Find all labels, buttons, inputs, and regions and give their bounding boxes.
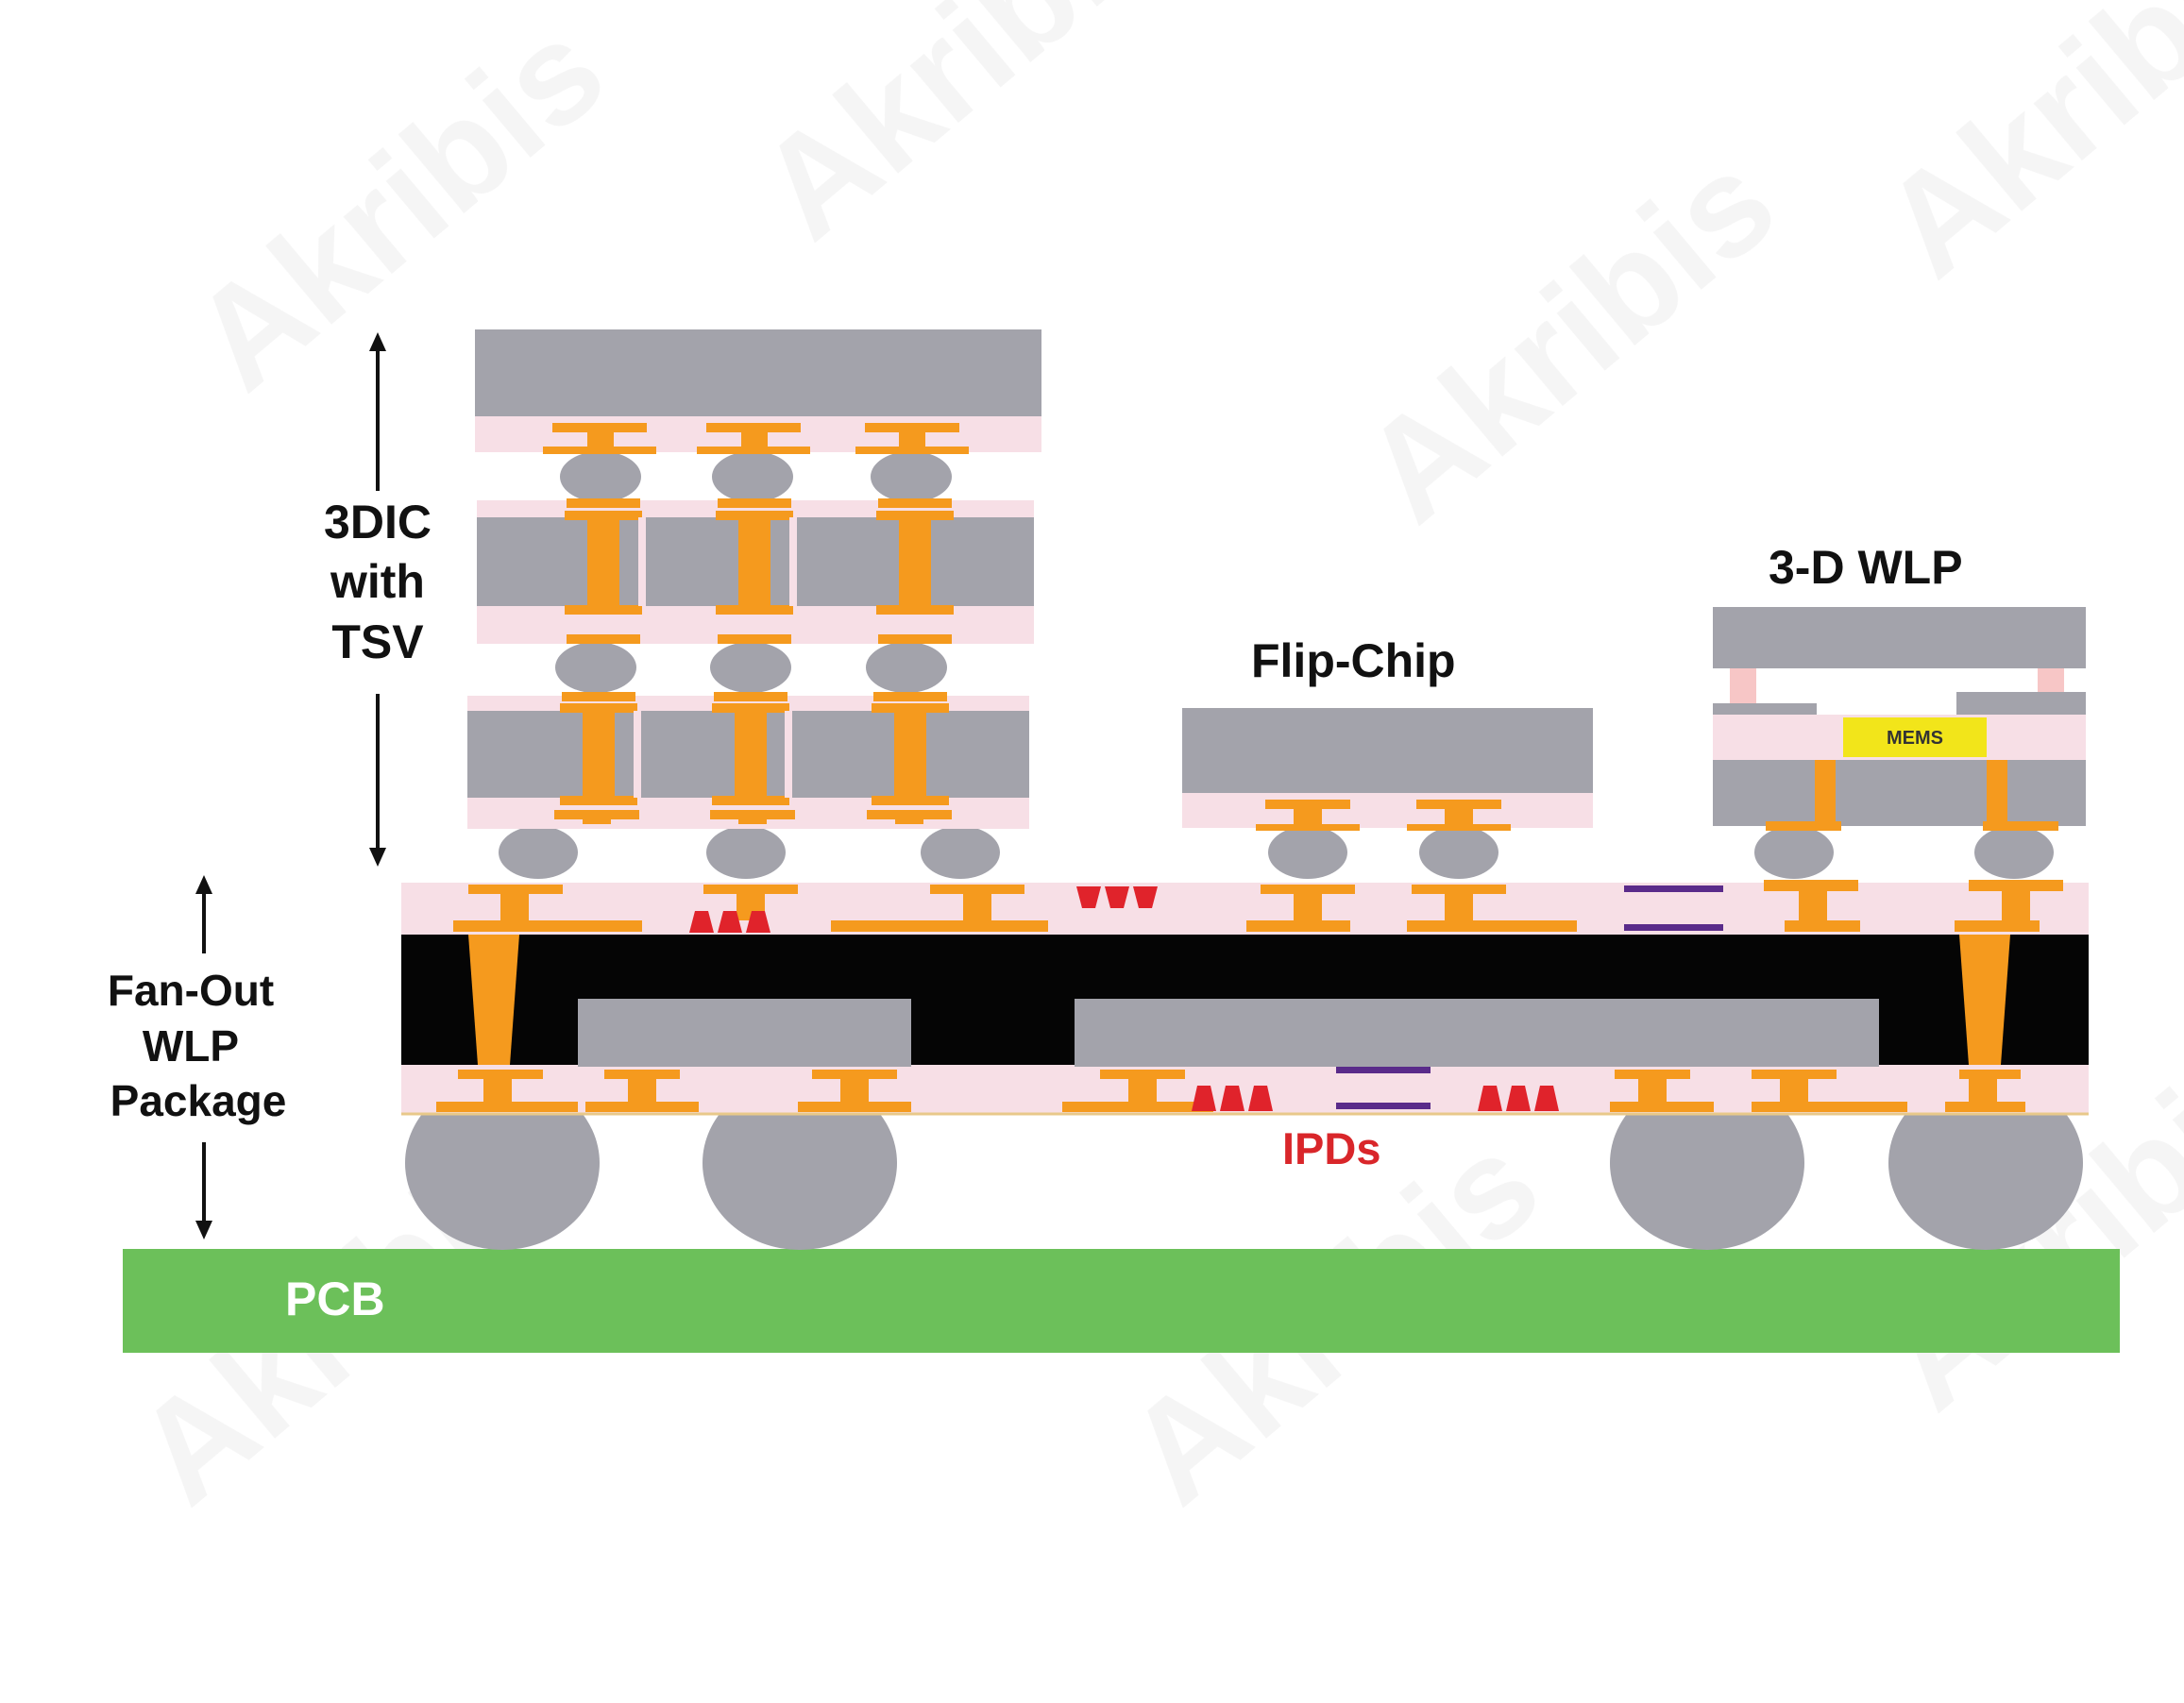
ipd-bumps-top-left <box>689 911 770 933</box>
embedded-die-right <box>1075 999 1879 1067</box>
3dic-label-line1: 3DIC <box>324 496 432 548</box>
ipd-bumps-top-middle <box>1076 886 1158 908</box>
embedded-die-left <box>578 999 911 1067</box>
ipds-label: IPDs <box>1282 1123 1381 1173</box>
pcb-board <box>123 1249 2120 1353</box>
3dic-label-line3: TSV <box>331 615 424 668</box>
3dic-dimension-arrow <box>369 332 386 867</box>
solder-ball <box>405 1076 600 1250</box>
3dic-label-line2: with <box>330 555 425 608</box>
svg-text:Akribis: Akribis <box>730 0 1200 269</box>
solder-ball <box>703 1076 897 1250</box>
top-die <box>475 329 1041 416</box>
bottom-rdl-copper <box>436 1070 2025 1112</box>
flip-chip-die <box>1182 708 1593 793</box>
ipd-bumps-bottom-right <box>1478 1086 1559 1111</box>
flip-chip-label: Flip-Chip <box>1251 634 1456 687</box>
3dic-tsv-stack <box>467 329 1041 829</box>
flip-chip-rdl <box>1182 793 1593 828</box>
top-rdl-copper <box>453 880 2063 932</box>
3d-wlp-cap <box>1713 607 2086 668</box>
through-mold-via-left <box>468 935 519 1065</box>
fanout-label-line3: Package <box>110 1076 287 1125</box>
flip-chip <box>1182 708 1593 831</box>
through-mold-via-right <box>1959 935 2010 1065</box>
pcb-label: PCB <box>285 1273 385 1325</box>
svg-text:Akribis: Akribis <box>1854 0 2184 307</box>
micro-bumps-package <box>499 826 2054 879</box>
solder-ball <box>1610 1076 1804 1250</box>
solder-ball <box>1888 1076 2083 1250</box>
3d-wlp-label: 3-D WLP <box>1769 541 1963 594</box>
3d-wlp-die <box>1713 760 2086 826</box>
mems-label: MEMS <box>1887 728 1943 749</box>
svg-text:Akribis: Akribis <box>1334 122 1804 552</box>
capacitor-top <box>1624 885 1723 931</box>
fanout-dimension-arrow <box>195 875 212 1239</box>
package-solder-balls <box>405 1076 2083 1250</box>
ipd-bumps-bottom-left <box>1192 1086 1273 1111</box>
fanout-label-line2: WLP <box>143 1021 239 1071</box>
3d-wlp <box>1713 607 2086 831</box>
mems-device <box>1843 717 1987 757</box>
capacitor-bottom <box>1336 1067 1431 1109</box>
fanout-label-line1: Fan-Out <box>108 966 274 1015</box>
